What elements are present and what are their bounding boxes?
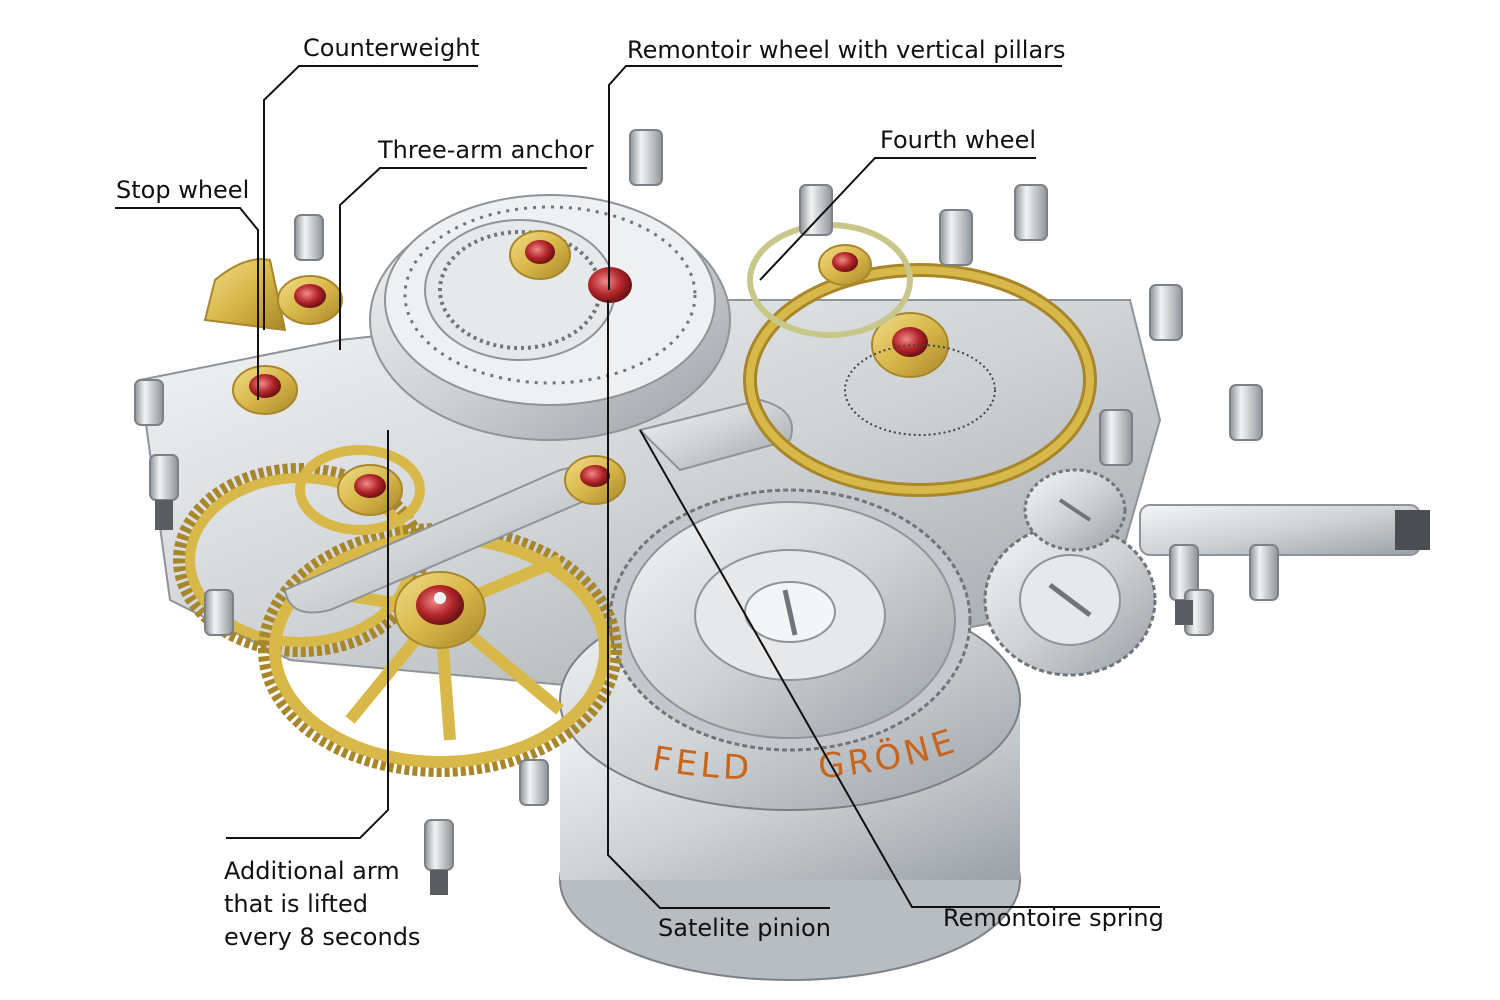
label-additional-arm: Additional arm that is lifted every 8 se… [224,855,420,954]
pillar-screws [134,129,1279,871]
stop-wheel-part [232,365,298,415]
label-remontoir-wheel: Remontoir wheel with vertical pillars [627,36,1066,64]
label-remontoire-spring: Remontoire spring [943,904,1164,932]
label-additional-arm-line-2: that is lifted [224,890,368,918]
leader-stop-wheel [115,207,259,400]
movement-illustration: FELD GRÖNE [134,129,1430,981]
leader-counterweight [263,65,478,330]
upper-brass-wheel [337,464,403,516]
label-three-arm-anchor: Three-arm anchor [378,136,594,164]
remontoir-wheel [369,194,731,441]
label-counterweight: Counterweight [303,34,480,62]
leader-satelite-pinion [607,300,830,909]
leader-additional-arm [226,430,389,839]
winding-stem [1139,504,1430,556]
leader-remontoir-wheel [608,65,1062,290]
label-additional-arm-line-3: every 8 seconds [224,923,421,951]
leader-remontoire-spring [639,429,1160,908]
label-fourth-wheel: Fourth wheel [880,126,1036,154]
leader-lines [115,65,1160,909]
leader-three-arm-anchor [339,167,587,350]
counterweight-part [203,258,343,332]
leader-fourth-wheel [759,157,1036,281]
label-satelite-pinion: Satelite pinion [658,914,831,942]
balance-wheel [743,263,1097,497]
screw-threads [155,500,1193,895]
barrel-gear [608,488,972,752]
label-additional-arm-line-1: Additional arm [224,857,400,885]
label-stop-wheel: Stop wheel [116,176,250,204]
crown-wheels [983,468,1157,677]
